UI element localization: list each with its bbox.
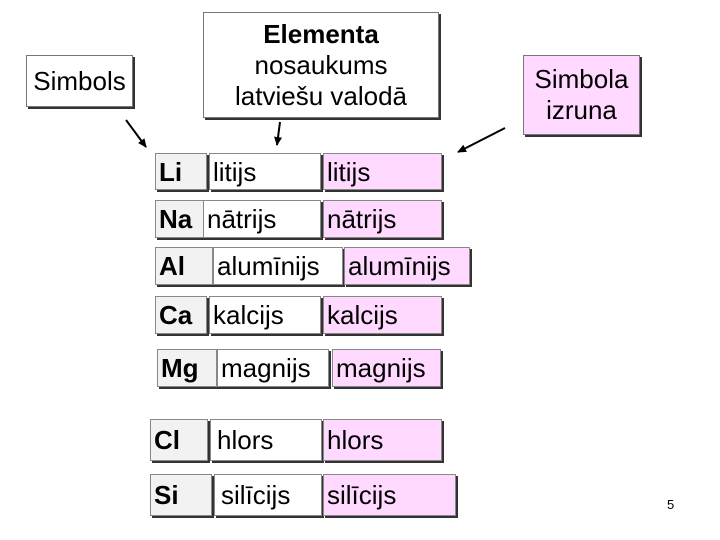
- symbol-text: Na: [159, 204, 193, 234]
- arrow-to-name: [274, 121, 283, 146]
- name-cell-al: alumīnijs: [213, 247, 343, 285]
- page-number: 5: [667, 497, 675, 512]
- name-text: kalcijs: [213, 300, 284, 330]
- pronunciation-cell-si: silīcijs: [323, 474, 456, 516]
- pronunciation-cell-li: litijs: [323, 153, 442, 190]
- name-header-line3: latviešu valodā: [235, 80, 407, 111]
- symbol-text: Cl: [154, 425, 180, 455]
- name-text: nātrijs: [207, 204, 277, 234]
- pronunciation-text: alumīnijs: [348, 251, 451, 281]
- pronunciation-header: Simbola izruna: [523, 55, 640, 135]
- name-cell-li: litijs: [209, 153, 321, 190]
- symbol-text: Si: [154, 480, 179, 510]
- symbol-cell-al: Al: [155, 247, 213, 285]
- pronunciation-cell-al: alumīnijs: [344, 247, 470, 285]
- pronunciation-header-line1: Simbola: [534, 64, 629, 94]
- symbol-text: Mg: [161, 353, 199, 383]
- name-cell-ca: kalcijs: [209, 296, 321, 334]
- symbol-text: Ca: [159, 300, 193, 330]
- arrow-to-symbol: [125, 119, 147, 148]
- arrow-to-pronunciation: [457, 127, 506, 153]
- symbol-cell-na: Na: [155, 200, 207, 238]
- pronunciation-cell-na: nātrijs: [323, 200, 442, 238]
- symbol-cell-cl: Cl: [150, 419, 208, 461]
- pronunciation-cell-ca: kalcijs: [323, 296, 442, 334]
- pronunciation-cell-mg: magnijs: [332, 349, 441, 387]
- symbol-cell-li: Li: [155, 153, 207, 190]
- name-cell-na: nātrijs: [203, 200, 321, 238]
- name-header-title: Elementa: [263, 18, 379, 49]
- pronunciation-text: litijs: [327, 156, 371, 187]
- symbol-header: Simbols: [26, 55, 133, 107]
- symbol-cell-mg: Mg: [157, 349, 217, 387]
- pronunciation-cell-cl: hlors: [323, 419, 442, 461]
- name-cell-cl: hlors: [210, 419, 322, 461]
- name-text: hlors: [217, 425, 274, 455]
- symbol-header-label: Simbols: [33, 65, 126, 96]
- pronunciation-text: kalcijs: [327, 300, 398, 330]
- name-text: litijs: [213, 156, 257, 187]
- pronunciation-text: nātrijs: [327, 204, 397, 234]
- pronunciation-header-line2: izruna: [546, 95, 617, 125]
- pronunciation-text: hlors: [327, 425, 384, 455]
- symbol-text: Al: [159, 251, 185, 281]
- symbol-cell-si: Si: [150, 474, 212, 516]
- name-header-line2: nosaukums: [254, 49, 388, 80]
- name-text: alumīnijs: [217, 251, 320, 281]
- name-cell-si: silīcijs: [214, 474, 322, 516]
- symbol-text: Li: [159, 156, 183, 187]
- pronunciation-text: silīcijs: [327, 480, 397, 510]
- pronunciation-text: magnijs: [336, 353, 426, 383]
- name-cell-mg: magnijs: [217, 349, 329, 387]
- name-header: Elementa nosaukums latviešu valodā: [203, 12, 439, 118]
- name-text: magnijs: [221, 353, 311, 383]
- symbol-cell-ca: Ca: [155, 296, 207, 334]
- name-text: silīcijs: [221, 480, 291, 510]
